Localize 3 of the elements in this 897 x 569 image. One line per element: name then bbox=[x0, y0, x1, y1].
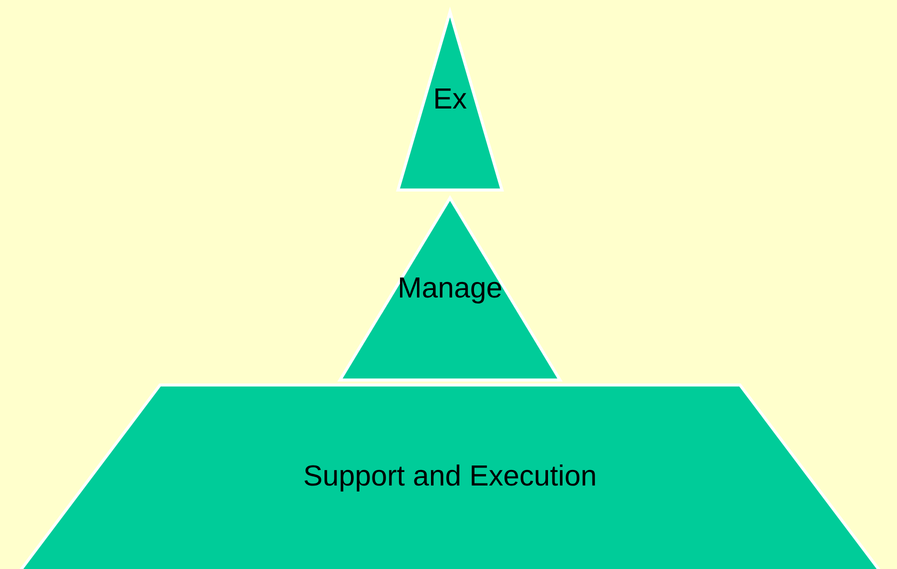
tier-label: Support and Execution bbox=[303, 460, 597, 494]
tier-label: Ex bbox=[433, 84, 467, 116]
tier-label: Manage bbox=[398, 272, 502, 306]
